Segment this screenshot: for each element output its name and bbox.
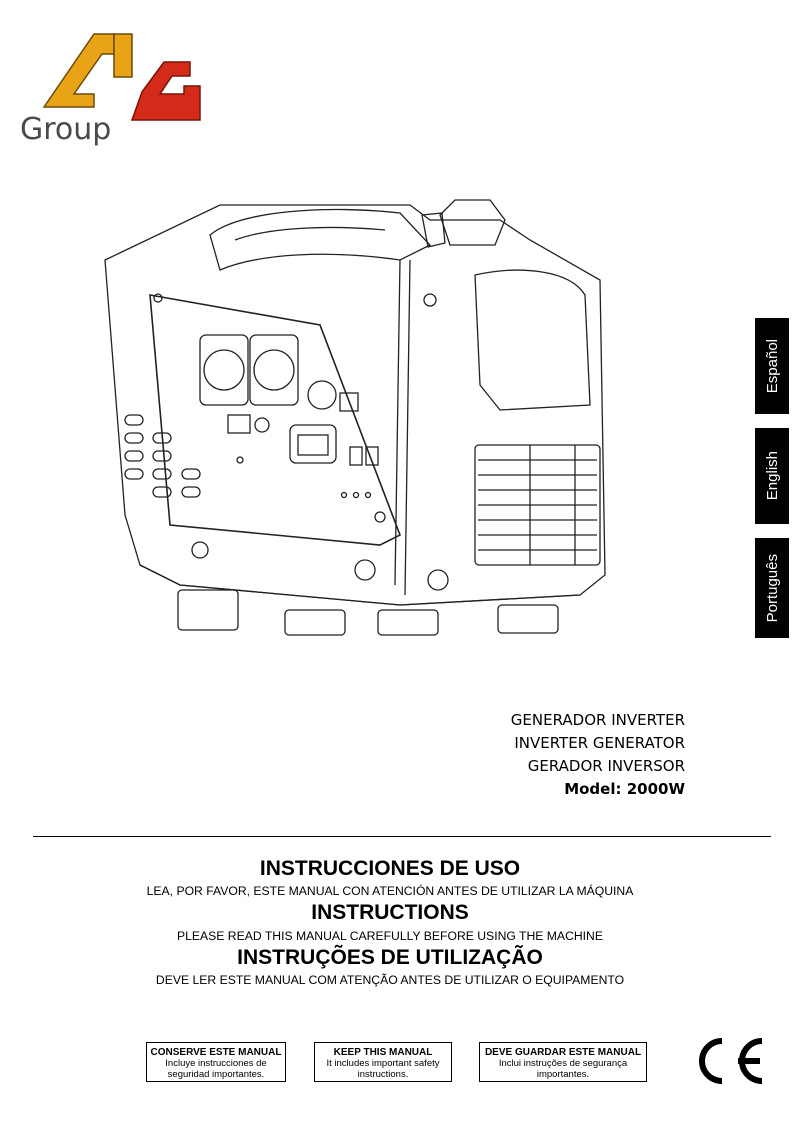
instructions-note-english: PLEASE READ THIS MANUAL CAREFULLY BEFORE… <box>177 929 603 943</box>
language-tab-spanish: Español <box>755 318 789 414</box>
product-model: Model: 2000W <box>564 780 685 798</box>
generator-illustration <box>100 185 640 645</box>
keep-manual-box-portuguese: DEVE GUARDAR ESTE MANUAL Inclui instruçõ… <box>479 1042 647 1082</box>
logo-mark-icon <box>42 33 201 121</box>
keep-manual-box-english: KEEP THIS MANUAL It includes important s… <box>314 1042 452 1082</box>
language-tab-portuguese: Português <box>755 538 789 638</box>
divider <box>33 836 771 837</box>
keep-manual-box-spanish: CONSERVE ESTE MANUAL Incluye instruccion… <box>146 1042 286 1082</box>
language-tab-label: Português <box>763 553 781 623</box>
keep-manual-text: Incluye instrucciones de seguridad impor… <box>165 1058 267 1080</box>
inverter-generator-icon <box>104 199 606 636</box>
language-tab-label: Español <box>763 338 781 394</box>
keep-manual-title: KEEP THIS MANUAL <box>333 1047 433 1058</box>
product-title-spanish: GENERADOR INVERTER <box>510 711 685 729</box>
instructions-note-spanish: LEA, POR FAVOR, ESTE MANUAL CON ATENCIÓN… <box>146 884 634 898</box>
keep-manual-text: Inclui instruções de segurança important… <box>498 1058 628 1080</box>
ce-mark-icon <box>688 1033 770 1089</box>
keep-manual-text: It includes important safety instruction… <box>326 1058 440 1080</box>
logo-wordmark: Group <box>20 112 112 147</box>
company-logo: Group <box>14 22 214 162</box>
keep-manual-title: DEVE GUARDAR ESTE MANUAL <box>484 1047 642 1058</box>
language-tab-english: English <box>755 428 789 524</box>
product-title-portuguese: GERADOR INVERSOR <box>527 757 685 775</box>
instructions-heading-spanish: INSTRUCCIONES DE USO <box>259 857 521 880</box>
instructions-heading-portuguese: INSTRUÇÕES DE UTILIZAÇÃO <box>237 946 543 969</box>
instructions-note-portuguese: DEVE LER ESTE MANUAL COM ATENÇÃO ANTES D… <box>155 973 625 987</box>
instructions-heading-english: INSTRUCTIONS <box>311 901 469 924</box>
product-title-english: INVERTER GENERATOR <box>514 734 685 752</box>
language-tab-label: English <box>763 451 781 501</box>
keep-manual-title: CONSERVE ESTE MANUAL <box>150 1047 282 1058</box>
